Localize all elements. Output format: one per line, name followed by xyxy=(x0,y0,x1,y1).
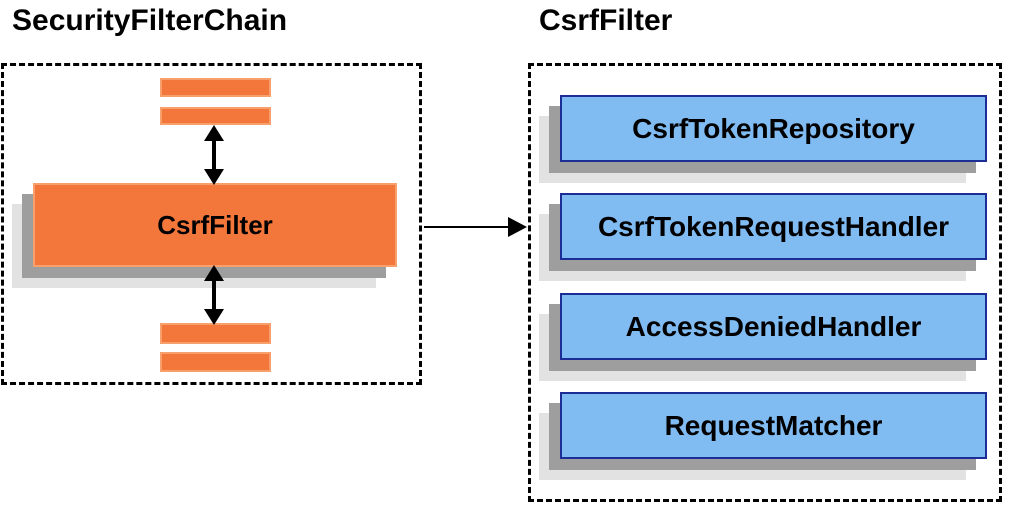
csrf-filter-group-box xyxy=(528,63,1002,502)
security-filter-chain-group-box xyxy=(1,63,422,385)
bidirectional-arrow-bottom xyxy=(204,265,224,325)
component-label: CsrfTokenRepository xyxy=(632,112,915,144)
component-label: CsrfTokenRequestHandler xyxy=(597,210,950,242)
arrow-stem xyxy=(212,278,216,312)
flow-arrow-to-csrf-filter xyxy=(424,217,527,237)
security-filter-chain-title: SecurityFilterChain xyxy=(12,4,288,37)
filter-placeholder-bar-bottom-1 xyxy=(160,323,271,344)
component-box-csrf-token-request-handler: CsrfTokenRequestHandler xyxy=(560,193,987,260)
component-box-access-denied-handler: AccessDeniedHandler xyxy=(560,293,987,360)
arrow-stem xyxy=(424,226,513,228)
bidirectional-arrow-top xyxy=(204,125,224,185)
csrf-filter-node: CsrfFilter xyxy=(33,183,397,267)
arrow-stem xyxy=(212,138,216,172)
component-label: AccessDeniedHandler xyxy=(625,310,922,342)
component-box-request-matcher: RequestMatcher xyxy=(560,392,987,459)
filter-placeholder-bar-top-2 xyxy=(160,107,271,125)
component-box-csrf-token-repository: CsrfTokenRepository xyxy=(560,95,987,162)
component-label: RequestMatcher xyxy=(664,409,883,441)
filter-placeholder-bar-bottom-2 xyxy=(160,352,271,372)
csrf-filter-node-label: CsrfFilter xyxy=(157,209,273,240)
csrf-filter-title: CsrfFilter xyxy=(539,4,673,37)
filter-placeholder-bar-top-1 xyxy=(160,78,271,97)
arrow-head-icon xyxy=(508,217,527,237)
